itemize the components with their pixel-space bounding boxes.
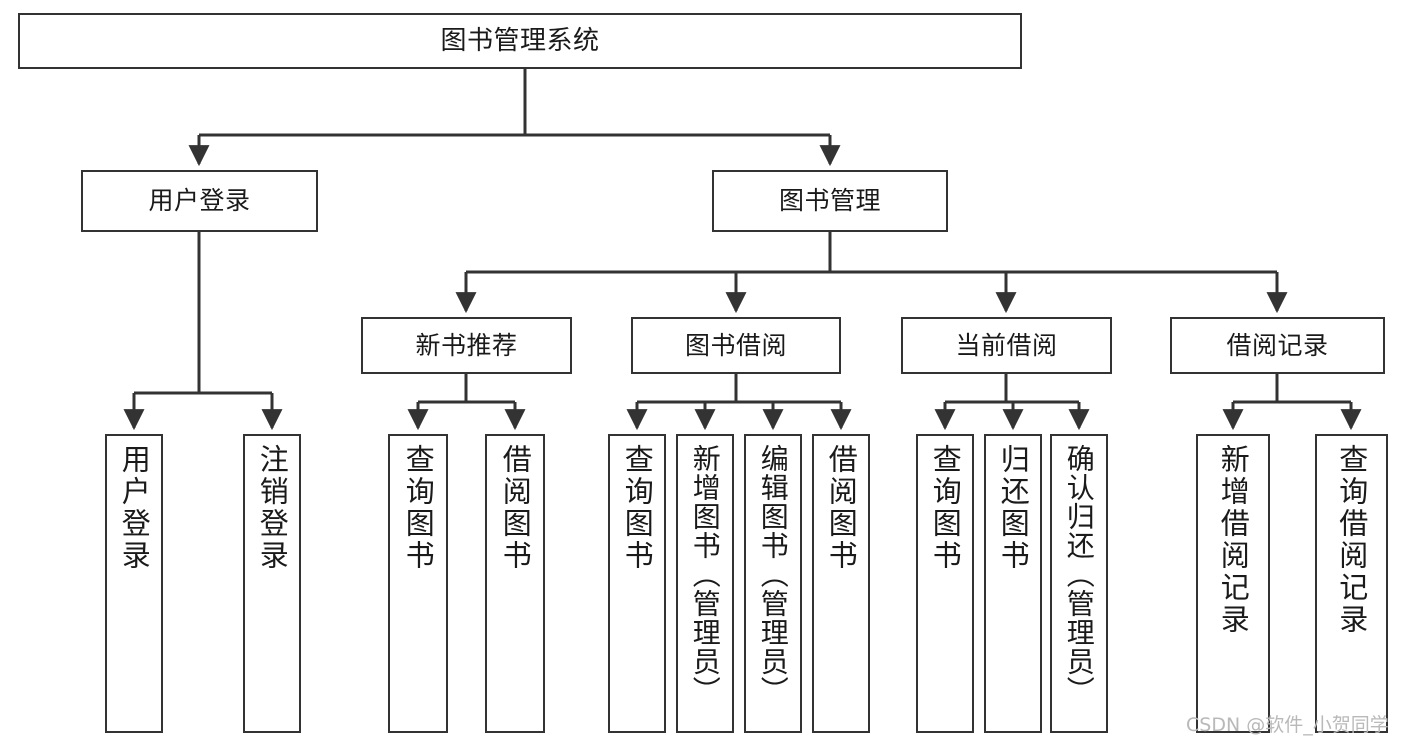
node-label-leaf-edit-book: 编辑图书（管理员） (756, 444, 790, 705)
node-leaf-query-record[interactable]: 查询借阅记录 (1315, 434, 1388, 733)
node-label-leaf-query-book-3: 查询图书 (928, 444, 963, 572)
node-label-borrow-record: 借阅记录 (1226, 330, 1329, 360)
node-label-leaf-borrow-book-1: 借阅图书 (498, 444, 533, 572)
node-leaf-query-book-2[interactable]: 查询图书 (608, 434, 666, 733)
node-leaf-add-record[interactable]: 新增借阅记录 (1196, 434, 1270, 733)
node-leaf-query-book-3[interactable]: 查询图书 (916, 434, 974, 733)
node-label-book-borrow: 图书借阅 (684, 330, 787, 360)
node-label-leaf-query-book-1: 查询图书 (401, 444, 436, 572)
node-label-root: 图书管理系统 (440, 25, 600, 56)
node-label-new-book-rec: 新书推荐 (415, 330, 518, 360)
node-label-leaf-query-record: 查询借阅记录 (1334, 444, 1369, 636)
node-label-user-login: 用户登录 (148, 186, 251, 216)
node-leaf-query-book-1[interactable]: 查询图书 (388, 434, 448, 733)
node-root[interactable]: 图书管理系统 (18, 13, 1022, 69)
node-leaf-edit-book[interactable]: 编辑图书（管理员） (744, 434, 802, 733)
node-user-login[interactable]: 用户登录 (81, 170, 318, 232)
node-label-leaf-query-book-2: 查询图书 (620, 444, 655, 572)
node-label-book-manage: 图书管理 (778, 186, 881, 216)
node-leaf-confirm-return[interactable]: 确认归还（管理员） (1050, 434, 1108, 733)
node-label-leaf-confirm-return: 确认归还（管理员） (1062, 444, 1096, 705)
node-new-book-rec[interactable]: 新书推荐 (361, 317, 572, 374)
node-label-leaf-user-login: 用户登录 (117, 444, 152, 572)
node-leaf-add-book[interactable]: 新增图书（管理员） (676, 434, 734, 733)
node-leaf-return-book[interactable]: 归还图书 (984, 434, 1042, 733)
node-leaf-borrow-book-2[interactable]: 借阅图书 (812, 434, 870, 733)
node-label-leaf-add-record: 新增借阅记录 (1216, 444, 1251, 636)
node-label-leaf-add-book: 新增图书（管理员） (688, 444, 722, 705)
node-borrow-record[interactable]: 借阅记录 (1170, 317, 1385, 374)
csdn-watermark: CSDN @软件_小贺同学 (1186, 714, 1389, 736)
node-book-manage[interactable]: 图书管理 (712, 170, 948, 232)
node-label-leaf-logout: 注销登录 (255, 444, 290, 572)
node-current-borrow[interactable]: 当前借阅 (901, 317, 1112, 374)
node-leaf-borrow-book-1[interactable]: 借阅图书 (485, 434, 545, 733)
node-label-leaf-return-book: 归还图书 (996, 444, 1031, 572)
node-label-current-borrow: 当前借阅 (955, 330, 1058, 360)
node-leaf-user-login[interactable]: 用户登录 (105, 434, 163, 733)
node-book-borrow[interactable]: 图书借阅 (631, 317, 841, 374)
node-label-leaf-borrow-book-2: 借阅图书 (824, 444, 859, 572)
node-leaf-logout[interactable]: 注销登录 (243, 434, 301, 733)
